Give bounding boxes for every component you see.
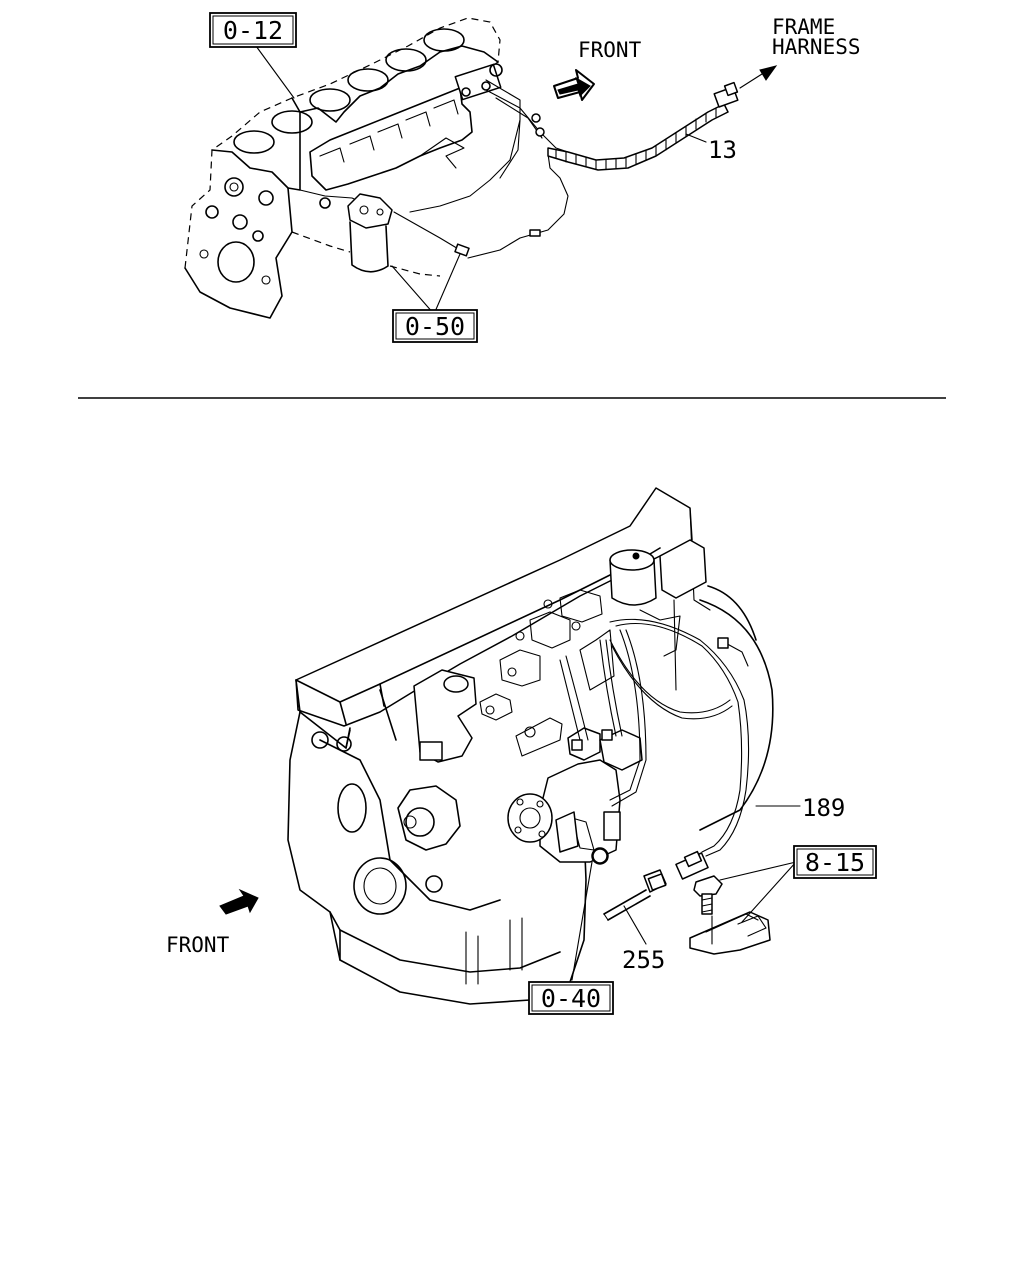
ref-0-40-label: 0-40 — [541, 984, 601, 1013]
frame-label: FRAME — [772, 15, 835, 39]
ref-box-0-12: 0-12 — [209, 12, 297, 48]
bottom-view: 189 8-15 255 0-40 FRONT — [166, 487, 877, 1015]
harness-label: HARNESS — [772, 35, 861, 59]
ref-box-0-40: 0-40 — [528, 981, 614, 1015]
front-label-top: FRONT — [578, 38, 642, 62]
ref-box-0-50: 0-50 — [392, 309, 478, 343]
front-arrow-bottom — [219, 888, 259, 915]
front-label-bottom: FRONT — [166, 933, 230, 957]
ref-0-12-label: 0-12 — [223, 16, 283, 45]
ref-box-8-15: 8-15 — [793, 845, 877, 879]
harness-13 — [393, 65, 778, 259]
engine-block-top — [184, 17, 521, 319]
part-255-label: 255 — [622, 946, 665, 974]
engine-bottom — [287, 487, 774, 1005]
part-13-label: 13 — [708, 136, 737, 164]
top-view: 0-12 FRONT FRAME HARNESS 13 0-50 — [184, 12, 861, 343]
part-189-label: 189 — [802, 794, 845, 822]
ref-0-50-label: 0-50 — [405, 312, 465, 341]
front-arrow-top — [553, 69, 595, 101]
ref-8-15-label: 8-15 — [805, 848, 865, 877]
